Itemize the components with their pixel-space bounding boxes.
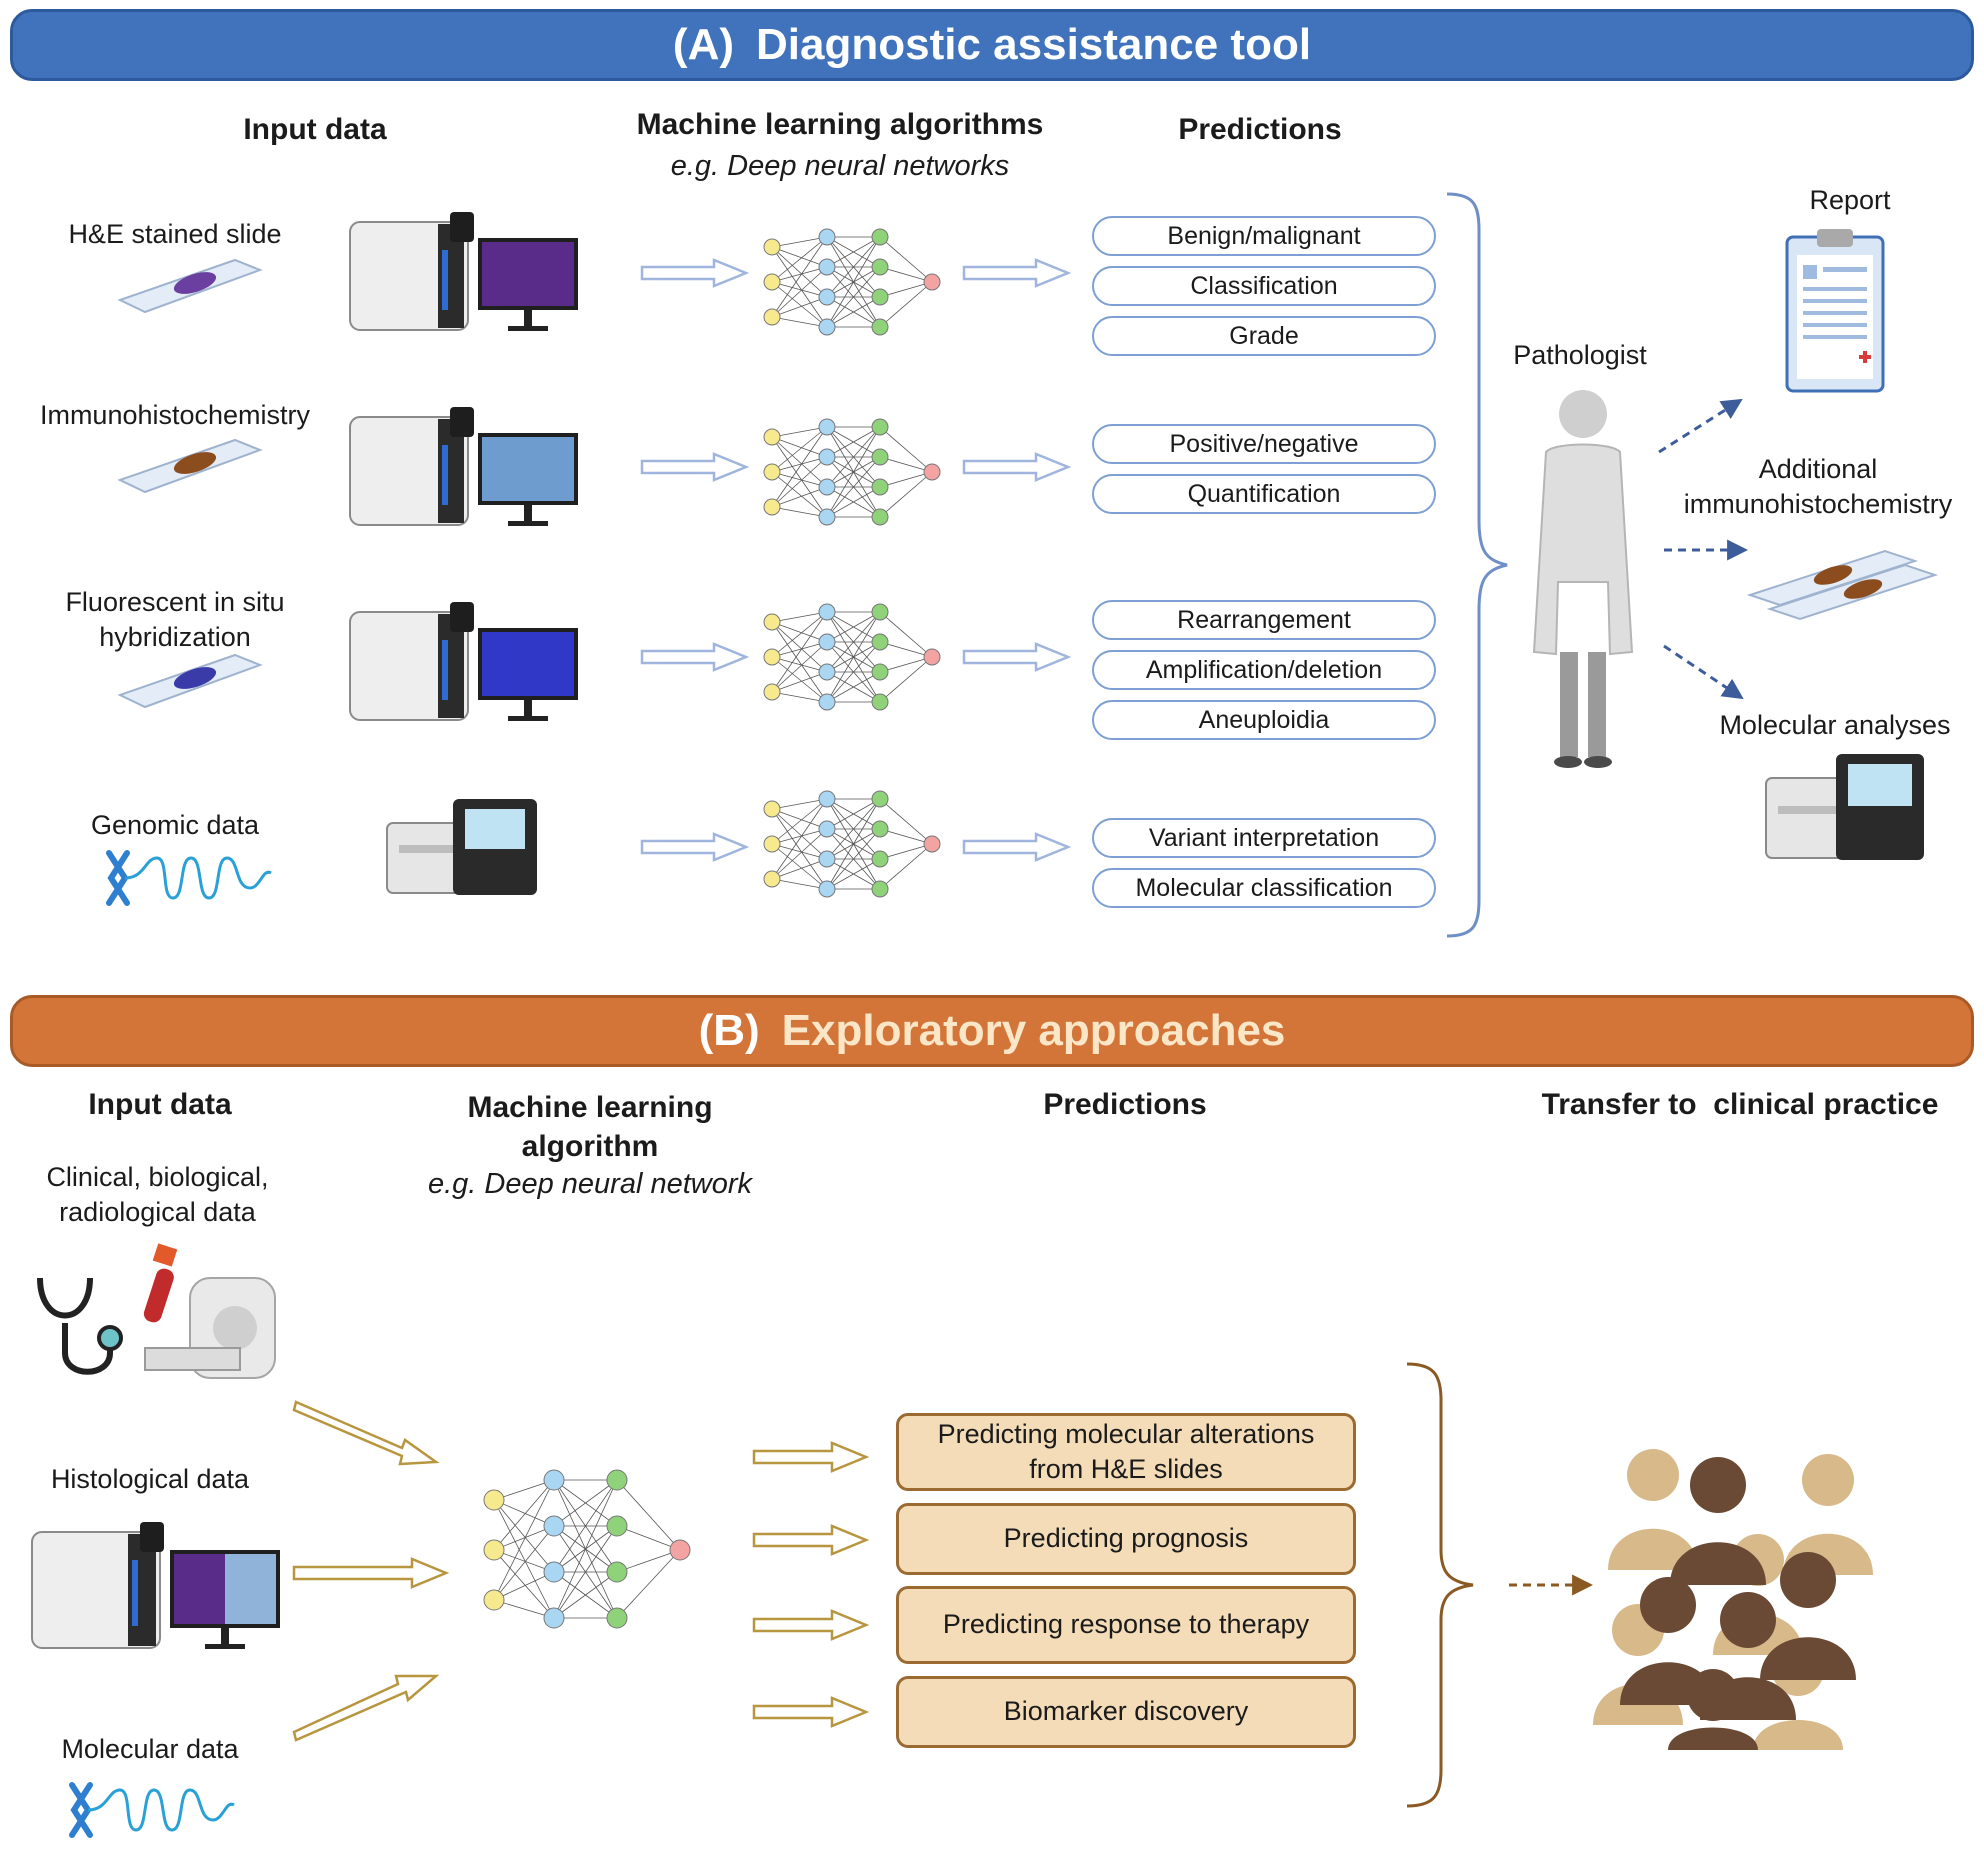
gold-flow-arrow-icon xyxy=(292,1557,450,1589)
ihc-slides-icon xyxy=(1746,549,1939,621)
panel-b-transfer-header: Transfer to clinical practice xyxy=(1541,1088,1939,1121)
input-label-histological: Histological data xyxy=(50,1464,250,1494)
prediction-pill: Quantification xyxy=(1092,474,1436,514)
pathologist-icon xyxy=(1532,390,1634,768)
prediction-pill: Rearrangement xyxy=(1092,600,1436,640)
prediction-pill: Classification xyxy=(1092,266,1436,306)
panel-b-predictions-header: Predictions xyxy=(1043,1088,1207,1121)
gold-flow-arrow-icon xyxy=(292,1400,440,1466)
clipboard-report-icon xyxy=(1785,229,1885,393)
input-label-ihc: Immunohistochemistry xyxy=(39,400,311,430)
prediction-pill: Positive/negative xyxy=(1092,424,1436,464)
prediction-pill: Molecular classification xyxy=(1092,868,1436,908)
prediction-box: Predicting prognosis xyxy=(896,1503,1356,1575)
neural-network-icon xyxy=(763,418,941,526)
fish-slide-icon xyxy=(117,653,263,709)
prediction-pill: Amplification/deletion xyxy=(1092,650,1436,690)
flow-arrow-icon xyxy=(962,452,1072,482)
gold-flow-arrow-icon xyxy=(752,1524,870,1556)
panel-b-letter: (B) xyxy=(698,1006,760,1055)
input-label-fish: Fluorescent in situ hybridization xyxy=(65,587,285,653)
panel-a-predictions-header: Predictions xyxy=(1178,113,1342,146)
ihc-scanner-monitor-icon xyxy=(349,407,578,526)
molecular-analyses-label: Molecular analyses xyxy=(1719,710,1951,740)
neural-network-icon xyxy=(763,603,941,711)
patients-crowd-icon xyxy=(1593,1449,1873,1750)
panel-a-banner: (A) Diagnostic assistance tool xyxy=(10,9,1974,81)
input-label-he: H&E stained slide xyxy=(68,219,282,249)
panel-b-ml-example: e.g. Deep neural network xyxy=(427,1168,753,1200)
he-scanner-monitor-icon xyxy=(349,212,578,331)
dna-chromosome-icon xyxy=(69,1782,235,1838)
flow-arrow-icon xyxy=(640,258,750,288)
prediction-pill: Grade xyxy=(1092,316,1436,356)
gold-flow-arrow-icon xyxy=(292,1674,440,1742)
flow-arrow-icon xyxy=(640,832,750,862)
gold-flow-arrow-icon xyxy=(752,1441,870,1473)
panel-a-ml-example: e.g. Deep neural networks xyxy=(670,150,1010,182)
panel-b-banner: (B) Exploratory approaches xyxy=(10,995,1974,1067)
input-label-molecular: Molecular data xyxy=(61,1734,239,1764)
he-slide-icon xyxy=(117,258,263,314)
prediction-pill: Aneuploidia xyxy=(1092,700,1436,740)
curly-brace-icon xyxy=(1406,1362,1474,1808)
flow-arrow-icon xyxy=(962,258,1072,288)
flow-arrow-icon xyxy=(640,452,750,482)
dotted-arrow-icon xyxy=(1509,1574,1594,1596)
report-label: Report xyxy=(1809,185,1891,215)
input-label-clinical: Clinical, biological, radiological data xyxy=(46,1162,269,1228)
gold-flow-arrow-icon xyxy=(752,1696,870,1728)
curly-brace-icon xyxy=(1446,192,1508,938)
panel-b-ml-header: Machine learning algorithm xyxy=(467,1091,713,1163)
stethoscope-tube-mri-icon xyxy=(37,1243,276,1379)
panel-b-input-header: Input data xyxy=(88,1088,232,1121)
panel-a-ml-header: Machine learning algorithms xyxy=(636,108,1044,141)
flow-arrow-icon xyxy=(962,642,1072,672)
neural-network-icon xyxy=(763,228,941,336)
dna-chromosome-icon xyxy=(106,850,272,906)
neural-network-icon xyxy=(763,790,941,898)
panel-a-title: Diagnostic assistance tool xyxy=(756,20,1312,69)
prediction-box: Biomarker discovery xyxy=(896,1676,1356,1748)
pathologist-label: Pathologist xyxy=(1513,340,1647,370)
scanner-monitor-icon xyxy=(31,1522,280,1649)
panel-b-title: Exploratory approaches xyxy=(781,1006,1286,1055)
flow-arrow-icon xyxy=(640,642,750,672)
input-label-genomic: Genomic data xyxy=(90,810,260,840)
sequencer-icon xyxy=(386,799,537,895)
dotted-arrow-icon xyxy=(1663,644,1744,700)
prediction-box: Predicting molecular alterations from H&… xyxy=(896,1413,1356,1491)
gold-flow-arrow-icon xyxy=(752,1609,870,1641)
ihc-slide-icon xyxy=(117,438,263,494)
additional-ihc-label: Additional immunohistochemistry xyxy=(1683,454,1953,520)
panel-a-input-header: Input data xyxy=(243,113,387,146)
prediction-pill: Variant interpretation xyxy=(1092,818,1436,858)
panel-a-letter: (A) xyxy=(672,20,735,69)
fish-scanner-monitor-icon xyxy=(349,602,578,721)
prediction-box: Predicting response to therapy xyxy=(896,1586,1356,1664)
dotted-arrow-icon xyxy=(1658,398,1743,454)
neural-network-icon xyxy=(483,1469,691,1629)
sequencer-icon xyxy=(1765,754,1924,860)
flow-arrow-icon xyxy=(962,832,1072,862)
prediction-pill: Benign/malignant xyxy=(1092,216,1436,256)
